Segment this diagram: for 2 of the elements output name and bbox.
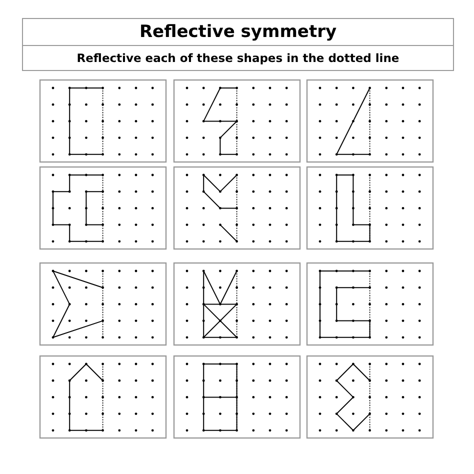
worksheet-title: Reflective symmetry	[23, 19, 453, 46]
instruction-text: Reflective each of these shapes in the dotted line	[76, 50, 400, 67]
